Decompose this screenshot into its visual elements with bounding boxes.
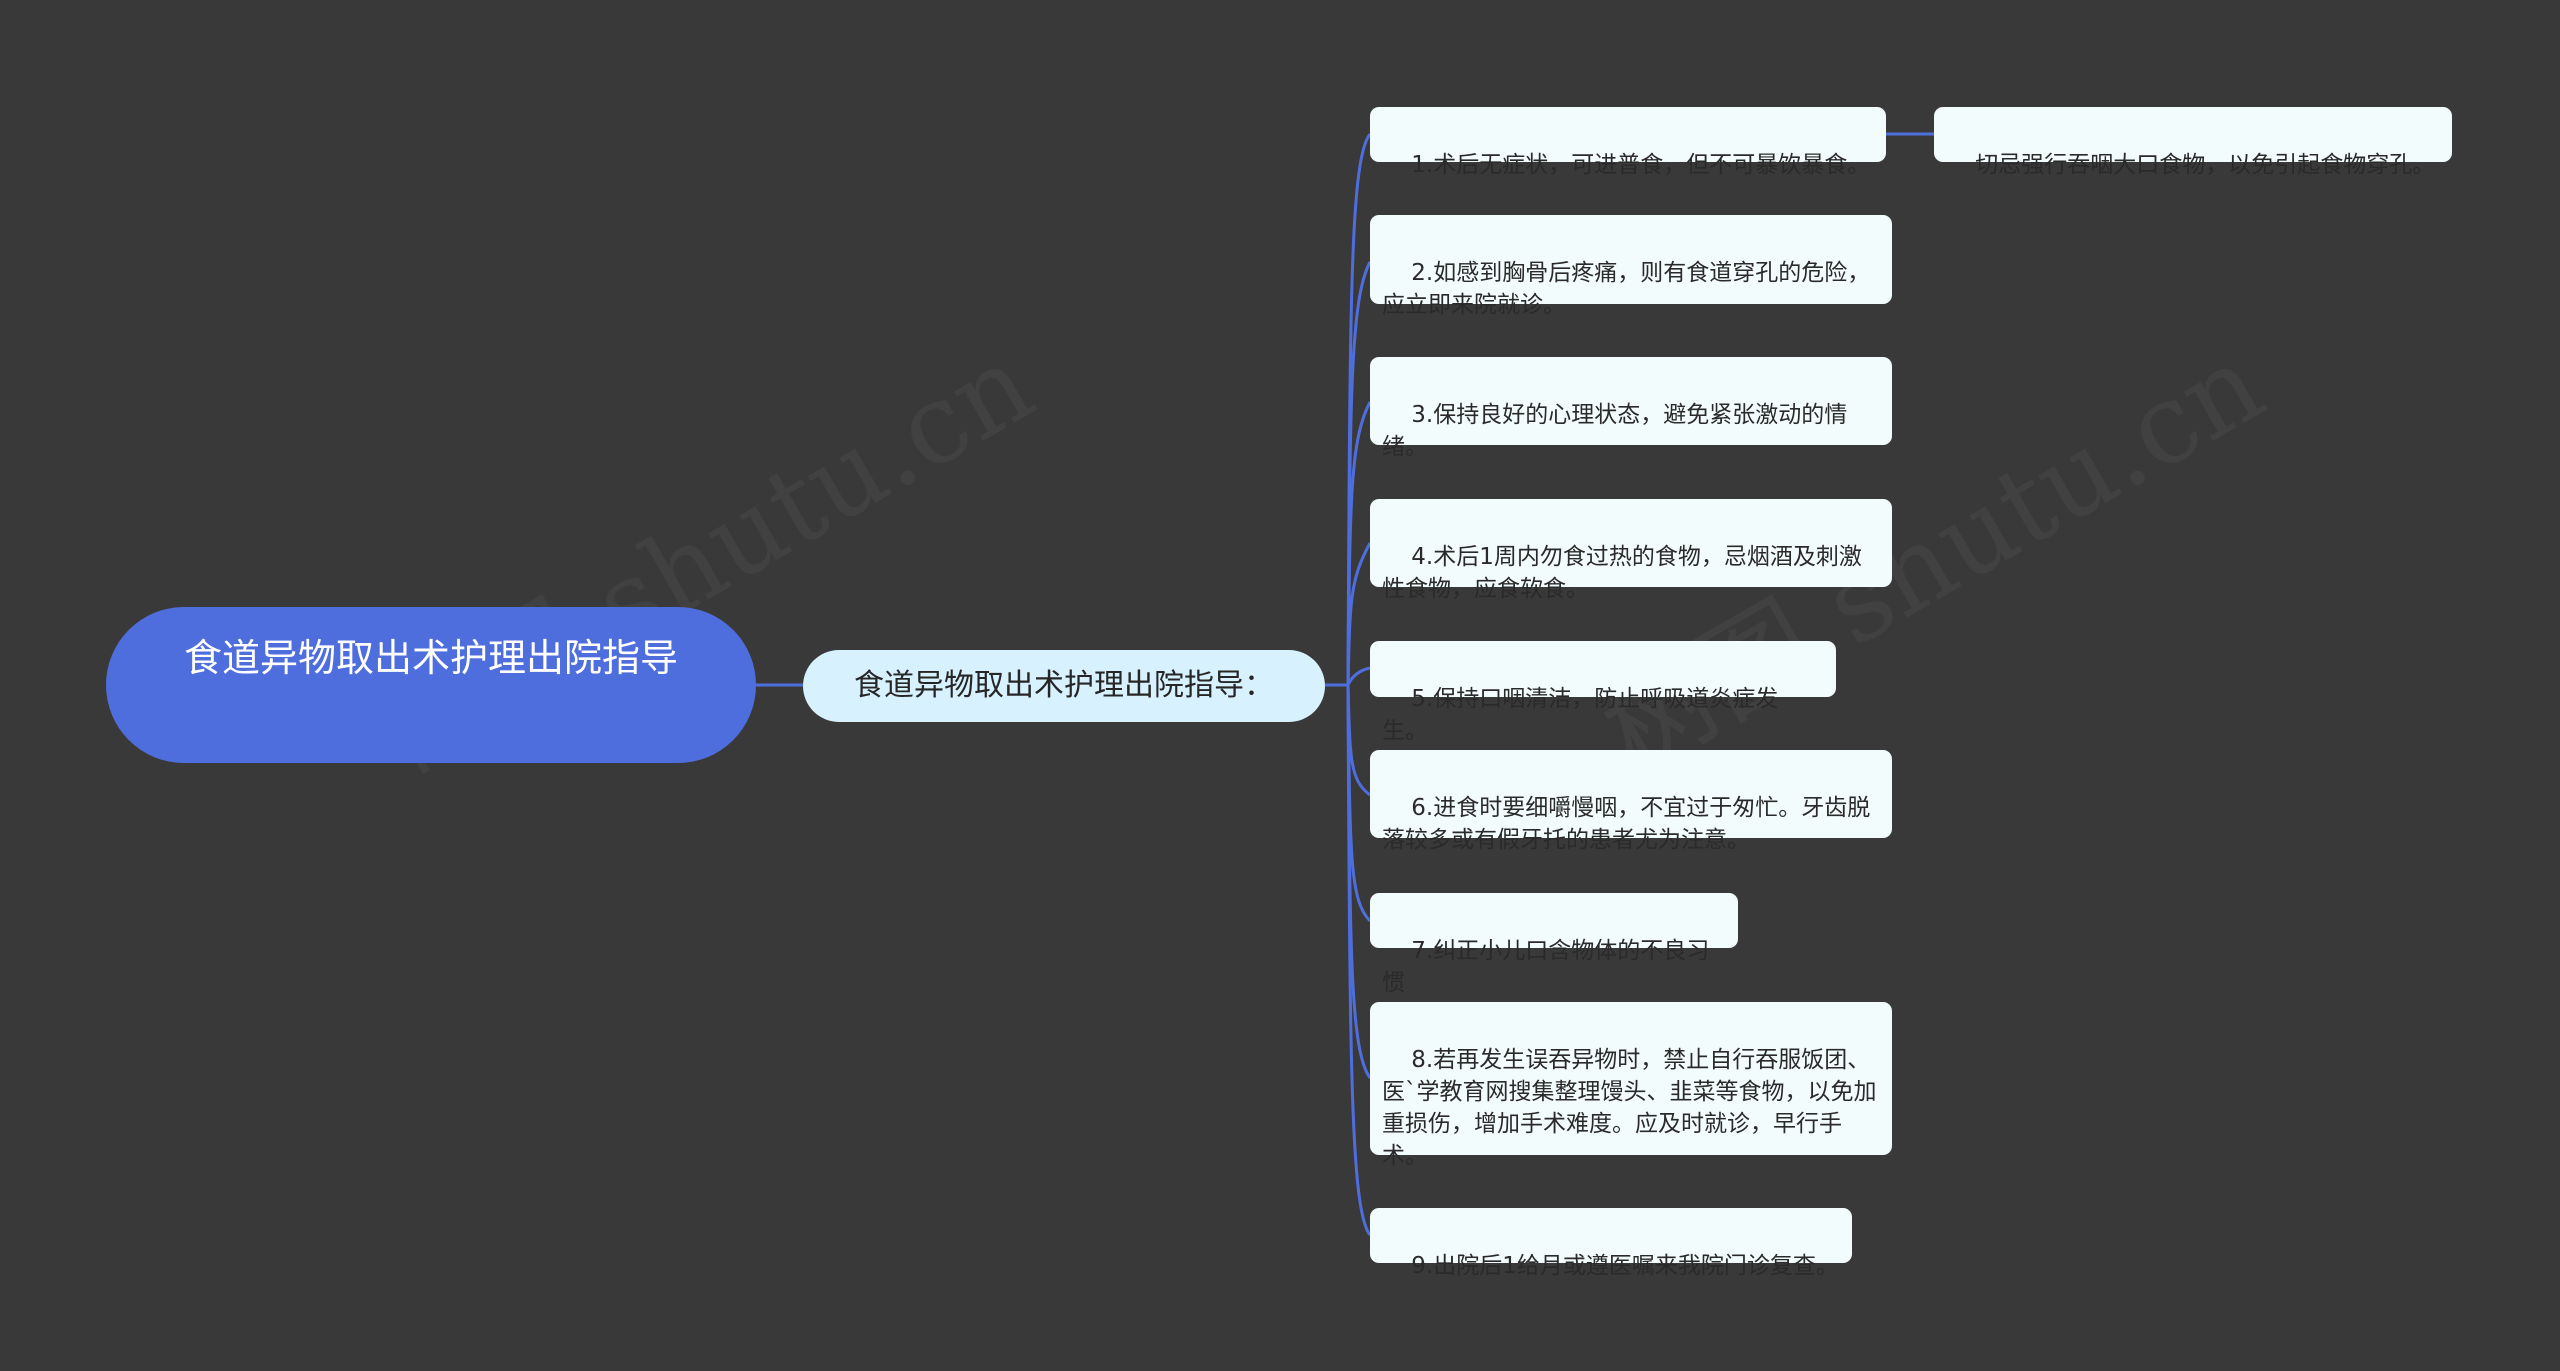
branch-node-label: 食道异物取出术护理出院指导： [854, 668, 1274, 703]
leaf-node-6[interactable]: 6.进食时要细嚼慢咽，不宜过于匆忙。牙齿脱落较多或有假牙托的患者尤为注意。 [1370, 750, 1892, 853]
sub-leaf-node[interactable]: 切忌强行吞咽大口食物，以免引起食物穿孔。 [1934, 107, 2452, 178]
leaf-node-label: 5.保持口咽清洁，防止呼吸道炎症发生。 [1382, 686, 1779, 744]
leaf-node-label: 9.出院后1给月或遵医嘱来我院门诊复查。 [1411, 1253, 1839, 1279]
leaf-connector-4 [1346, 542, 1372, 686]
leaf-node-label: 6.进食时要细嚼慢咽，不宜过于匆忙。牙齿脱落较多或有假牙托的患者尤为注意。 [1382, 795, 1871, 853]
leaf-node-1[interactable]: 1.术后无症状，可进普食，但不可暴饮暴食。 [1370, 107, 1886, 178]
leaf-node-2[interactable]: 2.如感到胸骨后疼痛，则有食道穿孔的危险，应立即来院就诊。 [1370, 215, 1892, 318]
leaf-node-5[interactable]: 5.保持口咽清洁，防止呼吸道炎症发生。 [1370, 641, 1836, 744]
leaf-node-9[interactable]: 9.出院后1给月或遵医嘱来我院门诊复查。 [1370, 1208, 1852, 1279]
leaf-connector-6 [1346, 684, 1371, 797]
branch-node[interactable]: 食道异物取出术护理出院指导： [803, 650, 1325, 722]
leaf-connector-3 [1346, 401, 1372, 686]
leaf-node-label: 4.术后1周内勿食过热的食物，忌烟酒及刺激性食物，应食软食。 [1382, 544, 1862, 602]
root-node-label: 食道异物取出术护理出院指导 [183, 636, 678, 680]
leaf-node-label: 7.纠正小儿口含物体的不良习惯 [1382, 938, 1710, 996]
leaf-node-label: 2.如感到胸骨后疼痛，则有食道穿孔的危险，应立即来院就诊。 [1382, 260, 1871, 318]
sub-leaf-node-label: 切忌强行吞咽大口食物，以免引起食物穿孔。 [1975, 152, 2436, 178]
leaf-connector-5 [1346, 666, 1371, 686]
leaf-node-7[interactable]: 7.纠正小儿口含物体的不良习惯 [1370, 893, 1738, 996]
leaf-node-label: 8.若再发生误吞异物时，禁止自行吞服饭团、医`学教育网搜集整理馒头、韭菜等食物，… [1382, 1047, 1877, 1169]
root-node[interactable]: 食道异物取出术护理出院指导 [106, 607, 756, 763]
leaf-connector-9 [1346, 684, 1372, 1236]
leaf-node-label: 3.保持良好的心理状态，避免紧张激动的情绪。 [1382, 402, 1848, 460]
leaf-node-8[interactable]: 8.若再发生误吞异物时，禁止自行吞服饭团、医`学教育网搜集整理馒头、韭菜等食物，… [1370, 1002, 1892, 1169]
leaf-node-3[interactable]: 3.保持良好的心理状态，避免紧张激动的情绪。 [1370, 357, 1892, 460]
leaf-node-label: 1.术后无症状，可进普食，但不可暴饮暴食。 [1411, 152, 1871, 178]
leaf-node-4[interactable]: 4.术后1周内勿食过热的食物，忌烟酒及刺激性食物，应食软食。 [1370, 499, 1892, 602]
